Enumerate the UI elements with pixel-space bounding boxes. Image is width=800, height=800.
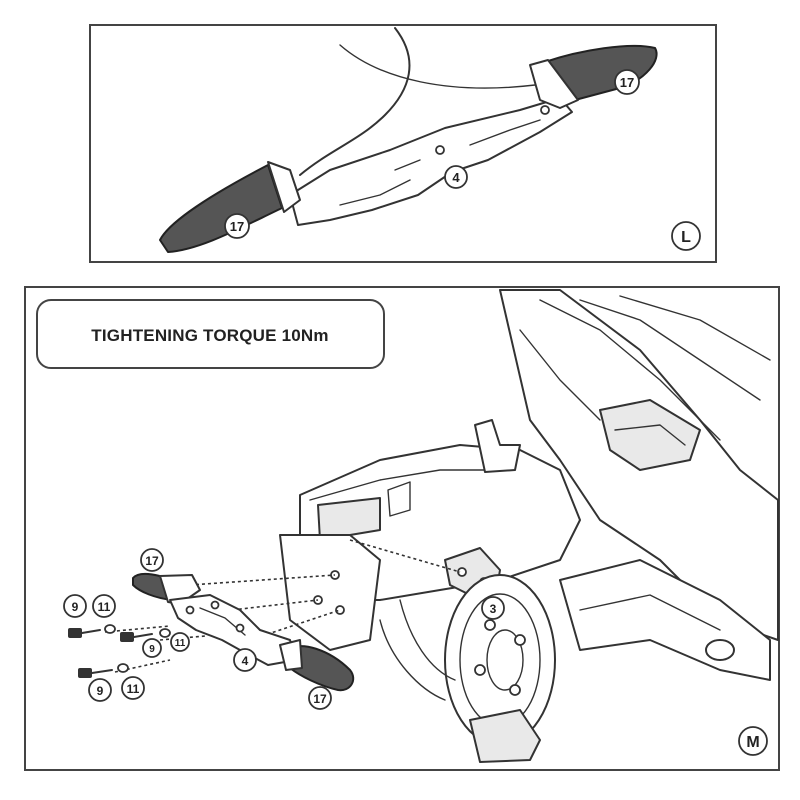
bracket-hole [435, 145, 445, 155]
callout-3: 3 [481, 596, 505, 620]
bracket-hole [540, 105, 550, 115]
svg-text:17: 17 [230, 219, 244, 234]
tail-light [317, 497, 381, 541]
bracket-slot-3 [394, 159, 421, 171]
indicator-cable [299, 27, 411, 176]
svg-text:17: 17 [313, 692, 327, 706]
callout-17-left: 17 [224, 213, 250, 239]
svg-text:4: 4 [452, 170, 460, 185]
callout-9-middle: 9 [142, 638, 162, 658]
svg-text:4: 4 [242, 654, 249, 668]
svg-text:3: 3 [490, 602, 497, 616]
svg-text:11: 11 [175, 638, 186, 649]
svg-text:17: 17 [620, 75, 634, 90]
callout-17-right: 17 [614, 69, 640, 95]
motorcycle-rear-section [279, 289, 779, 763]
callout-4-top: 4 [444, 165, 468, 189]
callout-4-bottom: 4 [233, 648, 257, 672]
callout-9-lower: 9 [88, 678, 112, 702]
bracket-slot-1 [339, 179, 411, 206]
svg-text:9: 9 [149, 644, 155, 655]
hardware [68, 624, 171, 678]
right-indicator-lens [287, 645, 355, 692]
svg-text:L: L [681, 229, 691, 246]
bracket-part-4 [169, 594, 297, 666]
svg-text:9: 9 [72, 600, 79, 614]
license-plate-holder [279, 534, 381, 651]
corner-label-l: L [671, 221, 701, 251]
indicator-cable-inner [339, 44, 536, 89]
bolt-9 [78, 668, 113, 678]
svg-text:9: 9 [97, 684, 104, 698]
torque-note: TIGHTENING TORQUE 10Nm [36, 299, 385, 369]
callout-11-lower: 11 [121, 676, 145, 700]
mudguard-bracket [474, 419, 521, 473]
bottom-panel: TIGHTENING TORQUE 10Nm [24, 286, 780, 771]
bracket-part-4 [289, 97, 573, 226]
bracket-slot-2 [469, 119, 541, 146]
callout-17-lower: 17 [308, 686, 332, 710]
frame-plate [599, 399, 701, 471]
svg-text:11: 11 [98, 600, 111, 614]
washer-11 [159, 628, 171, 638]
callout-17-upper: 17 [140, 548, 164, 572]
rear-wheel-hub [444, 574, 556, 763]
bolt-9 [68, 628, 101, 638]
svg-text:11: 11 [127, 682, 140, 696]
washer-11 [104, 624, 116, 634]
callout-11-middle: 11 [170, 632, 190, 652]
indicator-assembly [132, 572, 355, 692]
svg-text:M: M [746, 734, 759, 751]
svg-text:17: 17 [145, 554, 159, 568]
callout-11-upper: 11 [92, 594, 116, 618]
bolt-9 [120, 632, 153, 642]
svg-text:TIGHTENING TORQUE 10Nm: TIGHTENING TORQUE 10Nm [91, 326, 328, 345]
right-indicator-housing [529, 59, 579, 109]
right-indicator-housing [279, 639, 303, 671]
assembly-guide-lines [104, 539, 461, 673]
mount-hole [335, 605, 345, 615]
callout-9-upper: 9 [63, 594, 87, 618]
top-panel: 17 4 17 L [89, 24, 717, 263]
washer-11 [117, 663, 129, 673]
left-indicator-housing [267, 161, 301, 213]
corner-label-m: M [738, 726, 768, 756]
